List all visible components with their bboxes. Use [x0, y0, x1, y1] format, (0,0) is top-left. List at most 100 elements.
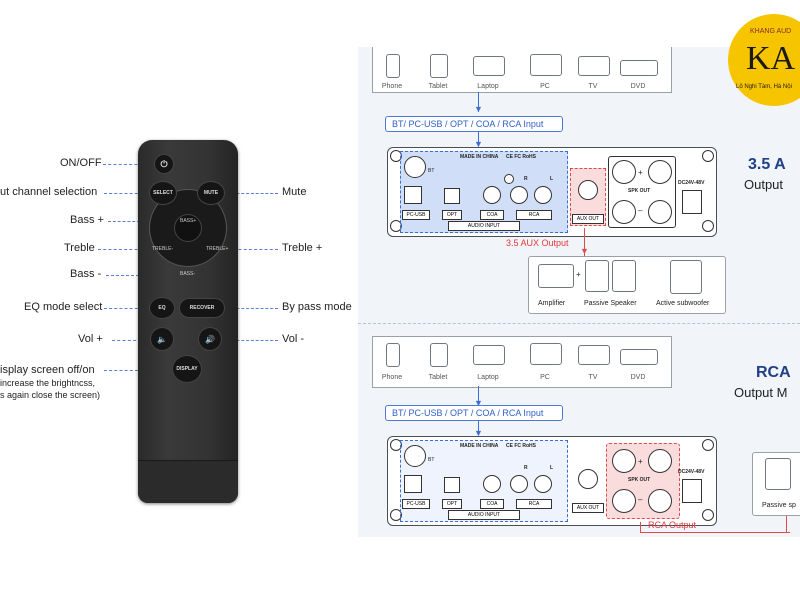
rca-tab: RCA [516, 210, 552, 220]
section1-title: 3.5 A [748, 156, 786, 173]
tv-icon [578, 56, 610, 76]
plus-label: + [576, 270, 581, 279]
label-eq: EQ mode select [24, 301, 103, 313]
spk-out-label: SPK OUT [628, 188, 651, 194]
dvd-icon [620, 60, 658, 76]
power-button[interactable]: ⏻ [155, 155, 173, 173]
coa-tab: COA [480, 499, 504, 509]
dc-port [682, 190, 702, 214]
vol-down-button[interactable]: 🔈 [151, 328, 173, 350]
opt-port [444, 477, 460, 493]
tablet-icon [430, 54, 448, 78]
bt-antenna-port [404, 156, 426, 178]
dc-port [682, 479, 702, 503]
amplifier-icon [538, 264, 574, 288]
aux-out-port [578, 180, 598, 200]
rca-output-label: RCA Output [648, 520, 697, 530]
rca-r-port [510, 475, 528, 493]
brand-logo: KHANG AUD KA Lô Nghi Tàm, Hà Nội [728, 14, 800, 106]
phone-icon [386, 54, 400, 78]
marks-label: CE FC RoHS [506, 443, 536, 449]
opt-port [444, 188, 460, 204]
pc-icon [530, 54, 562, 76]
src-phone-label: Phone [381, 374, 403, 381]
mute-button-label: MUTE [203, 190, 219, 196]
bass-up-button[interactable]: BASS+ [180, 218, 197, 224]
device-passive-speaker-label: Passive Speaker [584, 300, 637, 307]
speaker-icon [585, 260, 609, 292]
screw-icon [702, 150, 714, 162]
label-bass-minus: Bass - [70, 268, 102, 280]
label-treble-minus: Treble [64, 242, 95, 254]
spk-terminal [612, 160, 636, 184]
coa-tab: COA [480, 210, 504, 220]
screw-icon [702, 439, 714, 451]
mute-button[interactable]: MUTE [198, 182, 224, 204]
input-bar-2: BT/ PC-USB / OPT / COA / RCA Input [385, 405, 563, 421]
leader-mute [222, 193, 278, 194]
label-display-2: increase the brightncss, [0, 378, 96, 388]
screw-icon [390, 509, 402, 521]
display-button[interactable]: DISPLAY [173, 356, 201, 382]
power-icon: ⏻ [160, 158, 168, 169]
screw-icon [390, 439, 402, 451]
vol-up-button[interactable]: 🔊 [199, 328, 221, 350]
dvd-icon [620, 349, 658, 365]
input-bar-1: BT/ PC-USB / OPT / COA / RCA Input [385, 116, 563, 132]
src-dvd-label: DVD [630, 374, 646, 381]
speaker-icon [612, 260, 636, 292]
spk-terminal [648, 449, 672, 473]
made-in-label: MADE IN CHINA [460, 443, 499, 449]
arrow-down-icon: ▼ [474, 139, 483, 149]
usb-port [404, 186, 422, 204]
laptop-icon [473, 56, 505, 76]
arrow-down-icon: ▼ [474, 398, 483, 408]
arrow-down-icon: ▼ [580, 246, 589, 256]
device-active-sub-label: Active subwoofer [656, 300, 710, 307]
treble-down-button[interactable]: TREBLE- [152, 246, 174, 252]
src-tv-label: TV [588, 83, 598, 90]
screw-icon [702, 220, 714, 232]
recover-button[interactable]: RECOVER [180, 299, 224, 317]
label-vol-minus: Vol - [282, 333, 305, 345]
leader-treble-minus [98, 249, 148, 250]
rca-r-port [510, 186, 528, 204]
spk-terminal [612, 200, 636, 224]
audio-input-tab: AUDIO INPUT [448, 510, 520, 520]
label-mute: Mute [282, 186, 307, 198]
src-pc-label: PC [540, 374, 550, 381]
amplifier-rear-panel-1: MADE IN CHINA CE FC RoHS BT R L PC-USB O… [387, 147, 717, 237]
made-in-label: MADE IN CHINA [460, 154, 499, 160]
eq-button[interactable]: EQ [150, 298, 174, 318]
src-tablet-label: Tablet [428, 83, 448, 90]
rca-r-label: R [524, 176, 528, 182]
pc-usb-tab: PC-USB [402, 210, 430, 220]
spk-minus-label: – [638, 495, 643, 504]
aux-out-tab: AUX OUT [572, 214, 604, 224]
select-button[interactable]: SELECT [150, 182, 176, 204]
leader-vol-minus [222, 340, 278, 341]
red-line-4 [786, 500, 787, 532]
coa-port [483, 186, 501, 204]
section-divider [358, 323, 800, 324]
eq-button-label: EQ [158, 305, 166, 311]
aux-output-label: 3.5 AUX Output [506, 238, 569, 248]
marks-label: CE FC RoHS [506, 154, 536, 160]
rca-l-label: L [550, 176, 554, 182]
bt-antenna-port [404, 445, 426, 467]
dpad-center-button[interactable] [175, 215, 201, 241]
phone-icon [386, 343, 400, 367]
arrow-down-icon: ▼ [474, 104, 483, 114]
leader-onoff [103, 164, 153, 165]
src-pc-label: PC [540, 83, 550, 90]
treble-up-button[interactable]: TREBLE+ [206, 246, 229, 252]
leader-treble-plus [228, 249, 278, 250]
rca-r-label: R [524, 465, 528, 471]
label-input-select: ut channel selection [0, 186, 98, 198]
src-dvd-label: DVD [630, 83, 646, 90]
spk-terminal [612, 449, 636, 473]
leader-eq [104, 308, 148, 309]
bt-label: BT [428, 457, 435, 463]
led-icon [504, 174, 514, 184]
bass-down-button[interactable]: BASS- [180, 271, 196, 277]
